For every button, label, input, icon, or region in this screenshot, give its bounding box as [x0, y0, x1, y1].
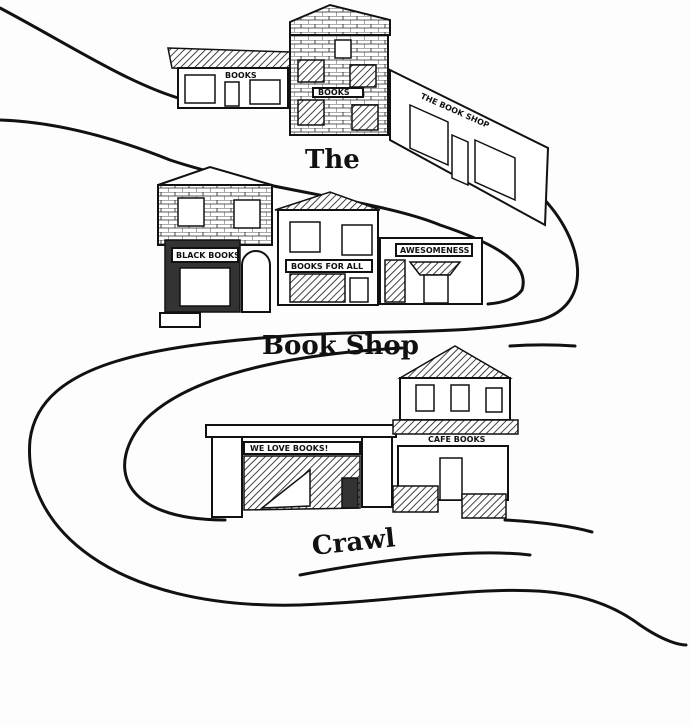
winding-road: [0, 6, 688, 647]
shop-sign: AWESOMENESS: [400, 246, 470, 255]
shop-books-for-all: BOOKS FOR ALL: [274, 191, 381, 306]
shop-cafe-books: CAFE BOOKS: [392, 345, 519, 519]
shop-sign: BOOKS FOR ALL: [291, 262, 363, 271]
shop-we-love-books: WE LOVE BOOKS!: [205, 424, 397, 518]
shop-black-books: BLACK BOOKS: [157, 165, 273, 328]
shop-books-1: BOOKS: [167, 47, 296, 109]
title-line-book-shop: Book Shop: [262, 331, 419, 361]
shop-row-1: BOOKS BOOKS THE BOOK SHOP: [167, 3, 550, 227]
shop-row-3: WE LOVE BOOKS! CAFE BOOKS: [205, 345, 519, 519]
shop-sign: BOOKS: [318, 88, 350, 97]
shop-sign: CAFE BOOKS: [428, 435, 486, 444]
title-line-crawl: Crawl: [310, 523, 396, 562]
shop-sign: BOOKS: [225, 71, 257, 80]
shop-awesomeness: AWESOMENESS: [379, 237, 483, 305]
title-line-the: The: [305, 145, 360, 175]
shop-row-2: BLACK BOOKS BOOKS FOR ALL AWESOMENESS: [157, 165, 483, 328]
shop-the-book-shop: THE BOOK SHOP: [389, 68, 550, 227]
shop-books-2: BOOKS: [289, 3, 391, 136]
shop-sign: BLACK BOOKS: [176, 251, 240, 260]
shop-sign: WE LOVE BOOKS!: [250, 444, 328, 453]
